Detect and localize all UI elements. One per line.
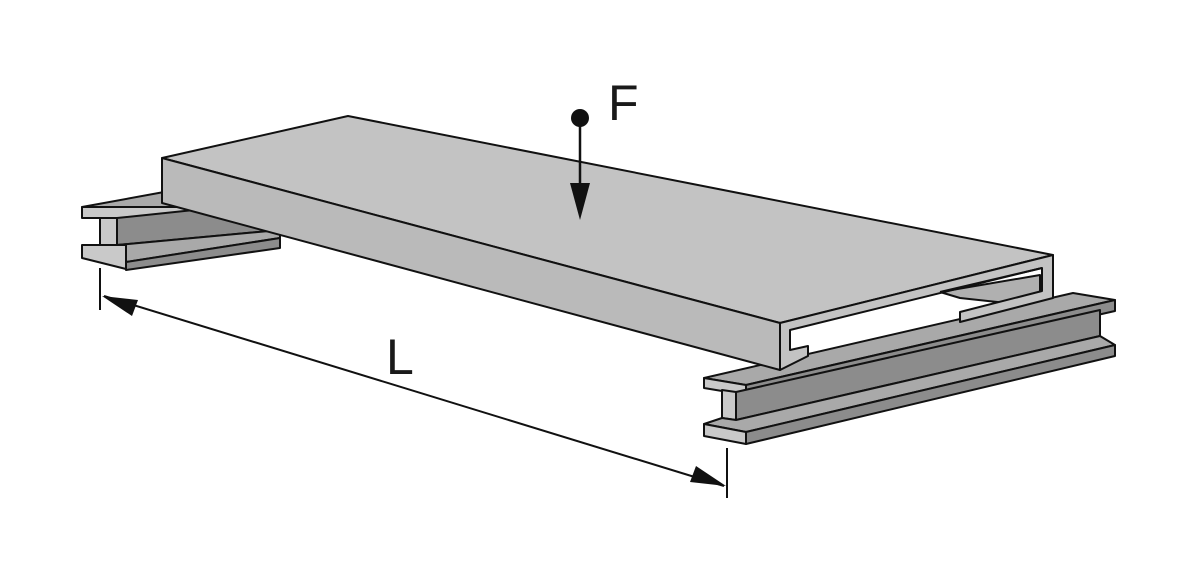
right-support-bottom-flange-side bbox=[745, 344, 1116, 445]
right-i-beam-support bbox=[703, 292, 1116, 445]
force-arrow: F bbox=[570, 75, 639, 220]
force-label: F bbox=[608, 75, 639, 131]
dimension-line bbox=[103, 295, 725, 487]
beam-inner-edge bbox=[939, 267, 1043, 293]
left-support-web bbox=[99, 217, 118, 246]
force-arrowhead bbox=[570, 183, 590, 220]
left-support-bottom-flange-side bbox=[125, 237, 281, 271]
dimension-arrowhead-right bbox=[690, 466, 726, 486]
left-support-bottom-flange-face bbox=[81, 244, 127, 270]
dimension-arrowhead-left bbox=[102, 296, 138, 316]
length-label: L bbox=[386, 329, 414, 385]
right-support-web-face bbox=[721, 389, 737, 421]
channel-beam bbox=[161, 115, 1054, 371]
length-dimension bbox=[99, 268, 728, 498]
